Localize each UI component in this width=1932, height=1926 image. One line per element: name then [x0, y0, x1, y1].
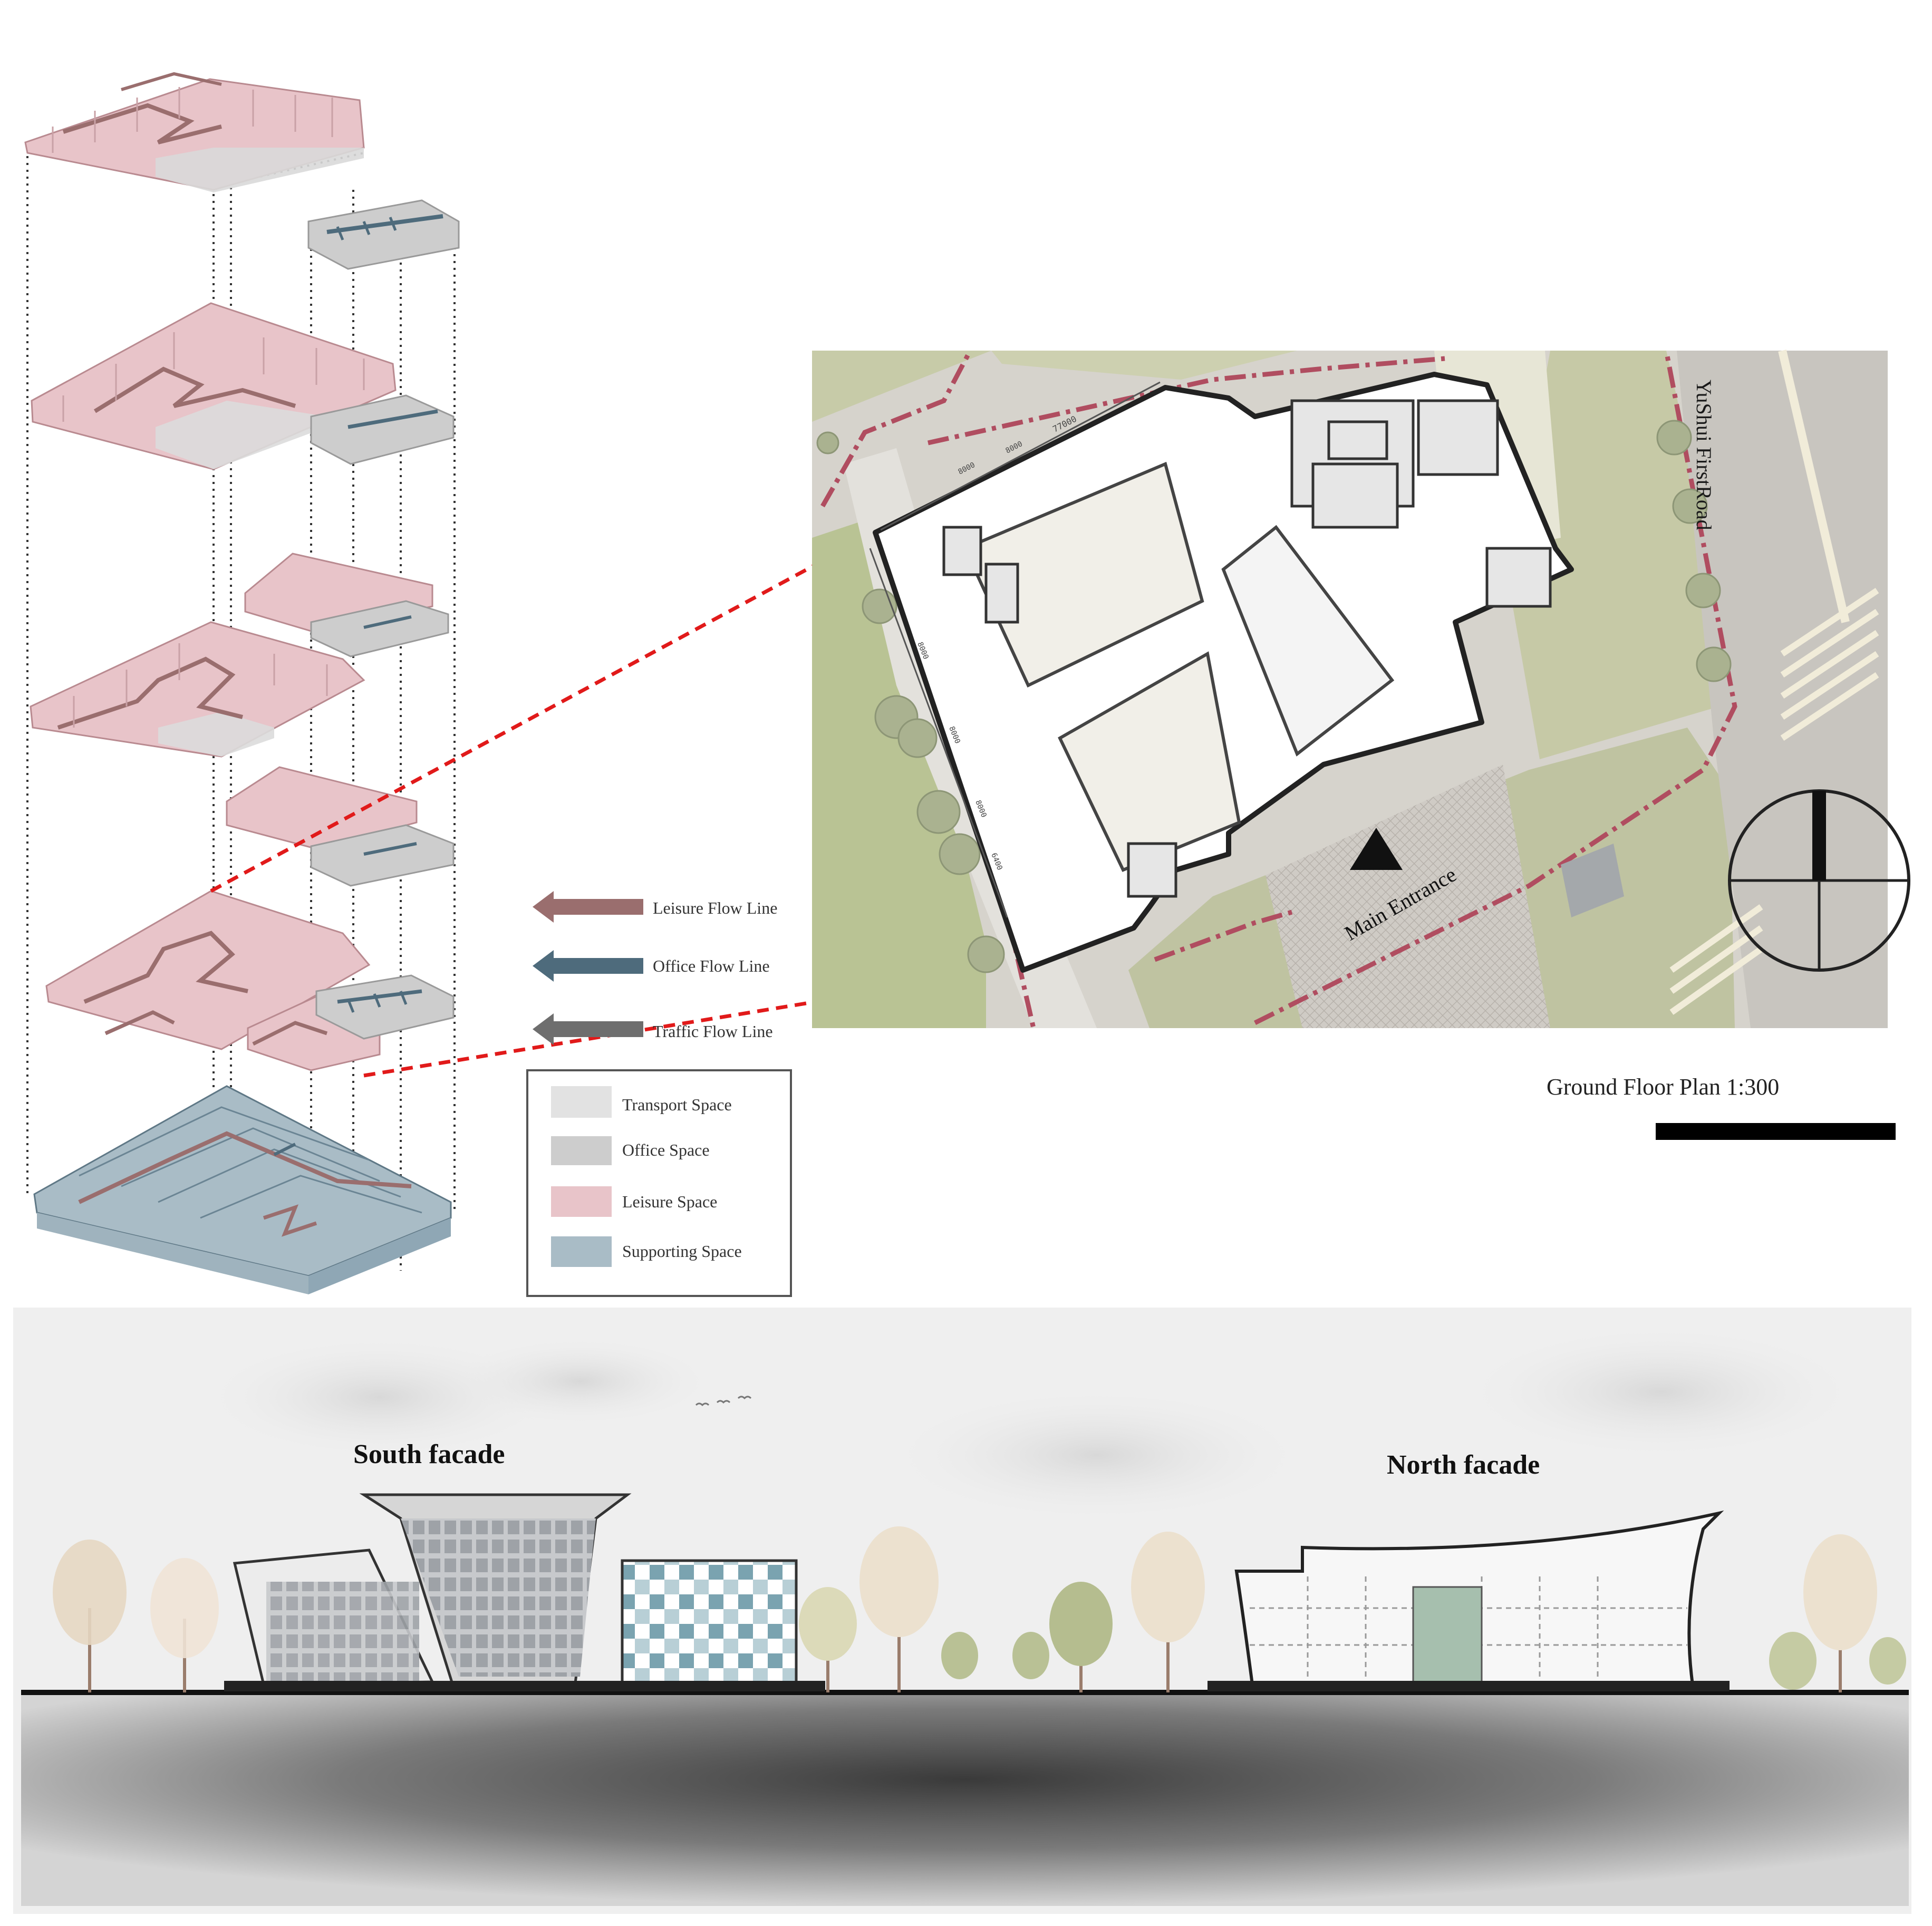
basement-supporting [33, 1085, 452, 1294]
legend-office-label: Office Space [622, 1140, 710, 1159]
legend-leisure-flow: Leisure Flow Line [533, 891, 777, 923]
legend-office-flow: Office Flow Line [533, 950, 770, 982]
traffic-flow-arrow-icon [533, 1013, 643, 1045]
south-facade-building [224, 1493, 825, 1691]
legend-leisure-flow-label: Leisure Flow Line [653, 898, 777, 917]
plan-title: Ground Floor Plan 1:300 [1547, 1074, 1779, 1100]
plan-trees [816, 420, 1732, 973]
elevation-panel: South facade North facade [13, 1308, 1911, 1914]
legend-supporting-label: Supporting Space [622, 1242, 742, 1261]
swatch-transport [551, 1086, 612, 1118]
north-facade-building [1208, 1510, 1730, 1691]
ground-ink-wash [21, 1695, 1909, 1906]
office-flow-arrow-icon [533, 950, 643, 982]
floor-5-office [310, 394, 455, 465]
birds-icon [695, 1396, 752, 1407]
legend-leisure-label: Leisure Space [622, 1192, 717, 1211]
floor-6-leisure [24, 72, 365, 192]
leisure-flow-arrow-icon [533, 891, 643, 923]
north-arrow-icon [1728, 789, 1910, 972]
south-facade-label: South facade [353, 1439, 505, 1469]
road-label: YuShui FirstRoad [1692, 380, 1716, 530]
building-footprint [873, 372, 1574, 973]
floor-6-office [307, 199, 460, 270]
north-facade-label: North facade [1387, 1450, 1540, 1480]
scale-bar [1656, 1123, 1896, 1140]
floor-2-leisure [226, 766, 418, 850]
legend-transport-label: Transport Space [622, 1095, 732, 1114]
swatch-supporting [551, 1236, 612, 1267]
crosswalk-east [1780, 588, 1879, 741]
elevation-trees [53, 1526, 1906, 1692]
plan-dimension [869, 381, 1161, 918]
legend-traffic-flow-label: Traffic Flow Line [653, 1022, 773, 1041]
floor-5-leisure [31, 302, 397, 470]
legend-office-flow-label: Office Flow Line [653, 956, 770, 975]
space-legend: Transport Space Office Space Leisure Spa… [526, 1069, 792, 1297]
floor-1-office [315, 974, 455, 1040]
clouds [211, 1329, 1851, 1518]
floor-2-office [310, 824, 455, 887]
floor-4-office [310, 600, 449, 657]
flow-legend: Leisure Flow Line Office Flow Line Traff… [533, 891, 777, 1045]
exploded-axonometric [24, 72, 460, 1294]
floor-3-leisure [30, 621, 365, 758]
floor-1-leisure [45, 890, 381, 1071]
crosswalk-south [1669, 904, 1763, 1015]
ground-floor-plan: 77000 8000 8000 8000 8000 8000 6400 YuSh… [812, 349, 1910, 1029]
swatch-leisure [551, 1186, 612, 1217]
swatch-office [551, 1136, 612, 1165]
entrance-triangle-icon [1350, 828, 1403, 870]
legend-traffic-flow: Traffic Flow Line [533, 1013, 773, 1045]
